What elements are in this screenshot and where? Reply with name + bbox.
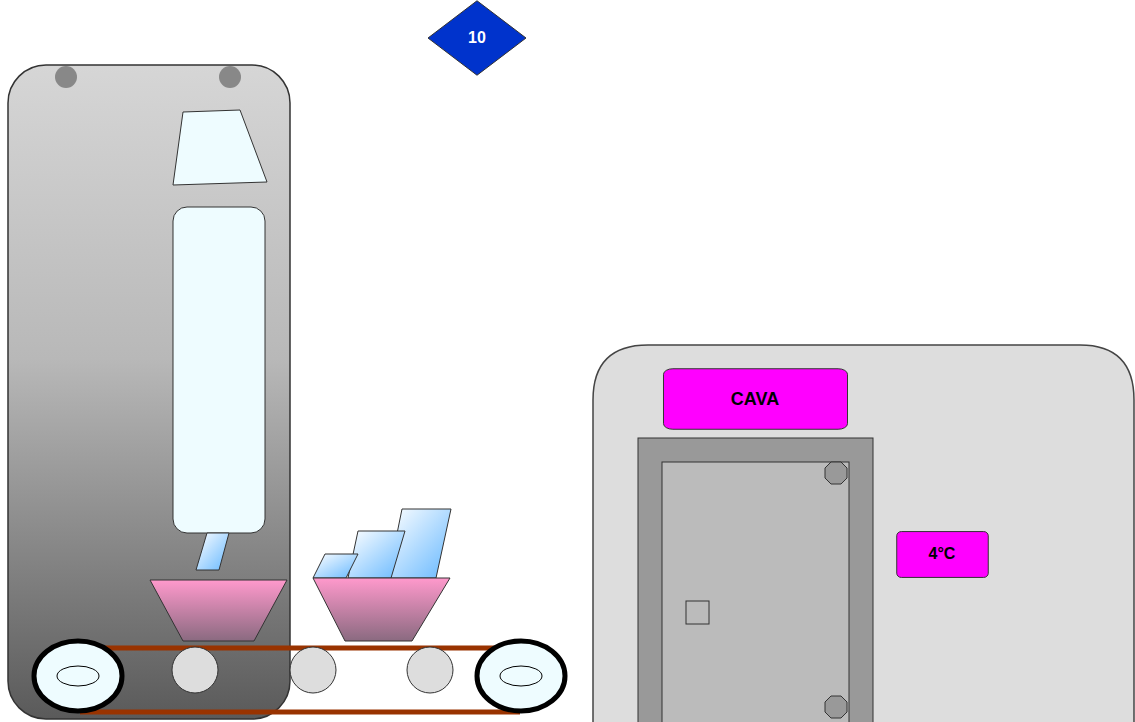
door-frame — [638, 438, 873, 722]
node-label: 4°C — [929, 545, 956, 563]
text-holder: 10 — [468, 29, 486, 47]
ice-bin — [313, 578, 450, 641]
bolt — [219, 66, 241, 88]
machine-housing — [8, 65, 290, 719]
hopper-top — [173, 110, 267, 185]
node-label: 10 — [468, 29, 486, 47]
hinge — [825, 696, 847, 718]
pulley-hub — [57, 666, 99, 686]
bolt — [55, 66, 77, 88]
outline — [896, 531, 988, 577]
ice-bin — [150, 580, 287, 641]
pulley-hub — [500, 666, 542, 686]
temperature-sign: 4°C — [896, 531, 989, 578]
room-sign: CAVA — [662, 368, 849, 430]
pulley — [477, 641, 565, 711]
door-handle — [686, 601, 709, 624]
door — [662, 462, 849, 722]
ice-cube — [313, 554, 358, 578]
hinge — [825, 462, 847, 484]
pulley — [34, 641, 122, 711]
outline — [663, 369, 847, 430]
text-holder: 4°C — [929, 545, 956, 563]
belt — [80, 710, 520, 715]
roller — [172, 647, 218, 693]
roller — [290, 647, 336, 693]
ice-tube — [173, 207, 265, 533]
roller — [407, 647, 453, 693]
node-label: CAVA — [731, 389, 779, 410]
outline — [428, 1, 526, 75]
ice-spout — [196, 533, 229, 570]
text-holder: CAVA — [731, 389, 779, 410]
callout-diamond: 10 — [427, 0, 527, 76]
